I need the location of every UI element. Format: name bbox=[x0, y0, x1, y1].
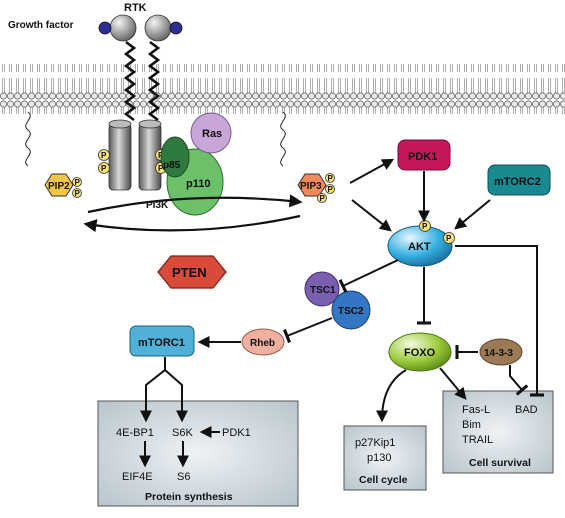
pten-node: PTEN bbox=[157, 255, 227, 289]
protein-14-3-3-label: 14-3-3 bbox=[484, 348, 513, 359]
protein-14-3-3-inhibits-bad-bar bbox=[509, 365, 529, 396]
growth-factor-ligand-right bbox=[169, 21, 183, 35]
rheb-label: Rheb bbox=[250, 338, 275, 349]
pip3-to-akt-arrow bbox=[351, 199, 392, 232]
e4bp1-label: 4E-BP1 bbox=[116, 427, 154, 439]
pip3-label: PIP3 bbox=[300, 181, 322, 192]
akt-inhibits-tsc-bar bbox=[338, 259, 399, 293]
cell-cycle-title: Cell cycle bbox=[359, 474, 408, 486]
mtorc1-label: mTORC1 bbox=[138, 337, 185, 349]
svg-text:P: P bbox=[446, 234, 452, 243]
eif4e-label: EIF4E bbox=[122, 471, 153, 483]
p27kip1-label: p27Kip1 bbox=[355, 437, 395, 449]
svg-text:P: P bbox=[328, 185, 334, 194]
pip2-pip3-conversion-arrows bbox=[83, 194, 303, 233]
cell-cycle-box: p27Kip1 p130 Cell cycle bbox=[343, 425, 427, 491]
tsc1-label: TSC1 bbox=[310, 285, 336, 296]
foxo-node: FOXO bbox=[388, 332, 452, 372]
tsc-inhibits-rheb-bar bbox=[282, 317, 333, 344]
growth-factor-ligand-left bbox=[98, 21, 112, 35]
pip3-to-pdk1-arrow bbox=[349, 158, 395, 184]
mtorc2-node: mTORC2 bbox=[487, 164, 551, 196]
svg-text:P: P bbox=[320, 194, 326, 203]
svg-text:P: P bbox=[75, 189, 81, 198]
akt-node: AKT P P bbox=[387, 220, 455, 267]
mtorc2-to-akt-arrow bbox=[454, 199, 491, 230]
trail-label: TRAIL bbox=[462, 434, 493, 446]
pi3k-label: PI3K bbox=[146, 200, 169, 211]
ras-label: Ras bbox=[202, 128, 222, 140]
svg-text:P: P bbox=[101, 164, 107, 173]
s6-label: S6 bbox=[177, 471, 190, 483]
mtorc2-label: mTORC2 bbox=[494, 176, 541, 188]
foxo-to-cell-survival-arrow bbox=[439, 367, 467, 400]
p110-label: p110 bbox=[186, 178, 210, 190]
rtk-receptor: RTK Growth factor bbox=[8, 2, 183, 191]
pdk1-label: PDK1 bbox=[408, 151, 437, 163]
tsc-complex: TSC1 TSC2 bbox=[304, 271, 371, 330]
s6k-label: S6K bbox=[172, 427, 193, 439]
tsc2-label: TSC2 bbox=[338, 306, 364, 317]
cell-survival-box: Fas-L Bim TRAIL BAD Cell survival bbox=[442, 390, 554, 474]
akt-inhibits-bad-bar bbox=[455, 245, 544, 397]
plasma-membrane bbox=[0, 64, 565, 114]
pten-label: PTEN bbox=[172, 265, 207, 280]
pdk1-node: PDK1 bbox=[397, 139, 451, 171]
rheb-node: Rheb bbox=[241, 328, 285, 356]
pip3-node: PIP3 P P P bbox=[280, 111, 335, 203]
bim-label: Bim bbox=[462, 419, 481, 431]
mtorc1-node: mTORC1 bbox=[129, 325, 195, 357]
cell-survival-title: Cell survival bbox=[469, 457, 531, 469]
mtorc1-to-4ebp1-arrow bbox=[140, 357, 166, 423]
pip2-label: PIP2 bbox=[48, 181, 70, 192]
svg-text:P: P bbox=[101, 151, 107, 160]
growth-factor-label: Growth factor bbox=[8, 20, 74, 31]
protein-14-3-3-node: 14-3-3 bbox=[479, 338, 523, 366]
fasl-label: Fas-L bbox=[462, 404, 490, 416]
p85-label: p85 bbox=[163, 160, 181, 171]
foxo-label: FOXO bbox=[404, 347, 436, 359]
bad-label: BAD bbox=[515, 404, 538, 416]
pip2-node: PIP2 P P bbox=[25, 111, 82, 198]
mtorc1-to-s6k-arrow bbox=[164, 369, 188, 423]
ps-pdk1-label: PDK1 bbox=[222, 427, 251, 439]
rtk-label: RTK bbox=[124, 2, 147, 14]
protein-synthesis-title: Protein synthesis bbox=[145, 491, 233, 503]
svg-text:P: P bbox=[75, 178, 81, 187]
akt-label: AKT bbox=[408, 241, 431, 253]
p130-label: p130 bbox=[367, 452, 391, 464]
foxo-to-cell-cycle-arrow bbox=[376, 369, 407, 423]
protein-synthesis-box: 4E-BP1 EIF4E S6K S6 PDK1 Protein synthes… bbox=[97, 400, 299, 507]
svg-text:P: P bbox=[328, 174, 334, 183]
pathway-edges bbox=[139, 158, 544, 468]
svg-text:P: P bbox=[422, 222, 428, 231]
svg-text:P: P bbox=[158, 164, 164, 173]
